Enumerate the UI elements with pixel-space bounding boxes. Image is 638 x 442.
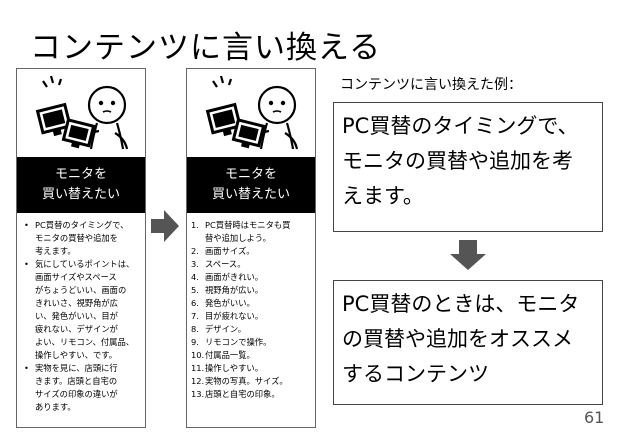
arrow-right-icon	[151, 210, 179, 242]
persona-panel-converted: モニタを 買い替えたい 1.PC買替時はモニタも買 替や追加しよう。 2.画面サ…	[186, 68, 316, 428]
persona-panel-original: モニタを 買い替えたい PC買替のタイミングで、モニタの買替や追加を考えます。 …	[16, 68, 146, 428]
list-item: 11.操作しやすい。	[191, 363, 263, 373]
example-label: コンテンツに言い換えた例：	[340, 77, 522, 93]
banner-line-1: モニタを	[54, 167, 107, 182]
example-box-after: PC買替のときは、モニタ の買替や追加をオススメ するコンテンツ	[333, 280, 603, 405]
slide-title: コンテンツに言い換える	[30, 30, 382, 66]
banner-line-1: モニタを	[224, 167, 277, 182]
list-item: 気にしているポイントは、画面サイズやスペースがちょうどいい、画面のきれいさ、視野…	[21, 258, 145, 362]
list-item: 替や追加しよう。	[205, 233, 271, 243]
example-line: の買替や追加をオススメ	[342, 327, 573, 351]
arrow-down-icon	[450, 240, 486, 270]
list-item: 1.PC買替時はモニタも買	[191, 220, 291, 230]
content-numbered-list: 1.PC買替時はモニタも買 替や追加しよう。 2.画面サイズ。 3.スペース。 …	[191, 219, 315, 401]
person-with-monitors-illustration	[35, 75, 129, 150]
example-line: えます。	[342, 184, 424, 208]
list-item: 8.デザイン。	[191, 324, 246, 334]
list-item: 4.画面がきれい。	[191, 272, 264, 282]
page-number: 61	[584, 408, 605, 427]
list-item: 2.画面サイズ。	[191, 246, 255, 256]
banner-line-2: 買い替えたい	[41, 187, 120, 202]
example-line: モニタの買替や追加を考	[342, 149, 573, 173]
list-item: 13.店頭と自宅の印象。	[191, 389, 280, 399]
example-line: PC買替のタイミングで、	[342, 114, 579, 138]
persona-banner: モニタを 買い替えたい	[187, 157, 315, 213]
list-item: 5.視野角が広い。	[191, 285, 264, 295]
list-item: 3.スペース。	[191, 259, 246, 269]
list-item: 12.実物の写真。サイズ。	[191, 376, 288, 386]
example-box-before: PC買替のタイミングで、 モニタの買替や追加を考 えます。	[333, 102, 603, 232]
list-item: 9.リモコンで操作。	[191, 337, 272, 347]
banner-line-2: 買い替えたい	[211, 187, 290, 202]
list-item: 6.発色がいい。	[191, 298, 255, 308]
list-item: 7.目が疲れない。	[191, 311, 264, 321]
example-line: PC買替のときは、モニタ	[342, 292, 580, 316]
example-line: するコンテンツ	[342, 362, 489, 386]
person-with-monitors-illustration	[205, 75, 299, 150]
list-item: 10.付属品一覧。	[191, 350, 255, 360]
persona-banner: モニタを 買い替えたい	[17, 157, 145, 213]
